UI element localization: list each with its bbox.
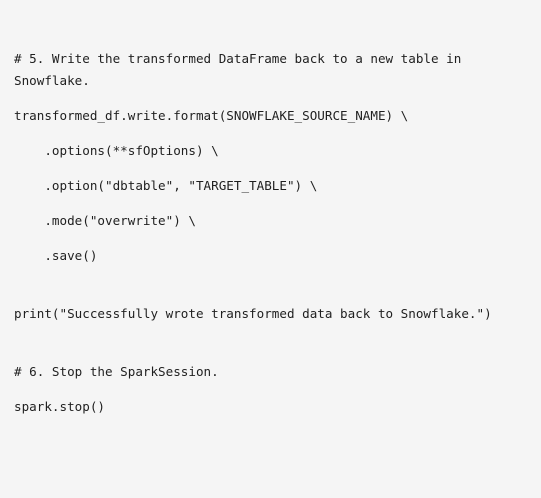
blank-line <box>14 279 541 302</box>
code-line: print("Successfully wrote transformed da… <box>14 306 492 321</box>
code-line: .mode("overwrite") \ <box>14 213 196 228</box>
blank-line <box>14 337 541 360</box>
code-line: .option("dbtable", "TARGET_TABLE") \ <box>14 178 318 193</box>
code-line: .save() <box>14 248 98 263</box>
code-comment: # 5. Write the transformed DataFrame bac… <box>14 51 462 88</box>
code-line: .options(**sfOptions) \ <box>14 143 219 158</box>
code-line: spark.stop() <box>14 399 105 414</box>
code-comment: # 6. Stop the SparkSession. <box>14 364 219 379</box>
code-line: transformed_df.write.format(SNOWFLAKE_SO… <box>14 108 409 123</box>
